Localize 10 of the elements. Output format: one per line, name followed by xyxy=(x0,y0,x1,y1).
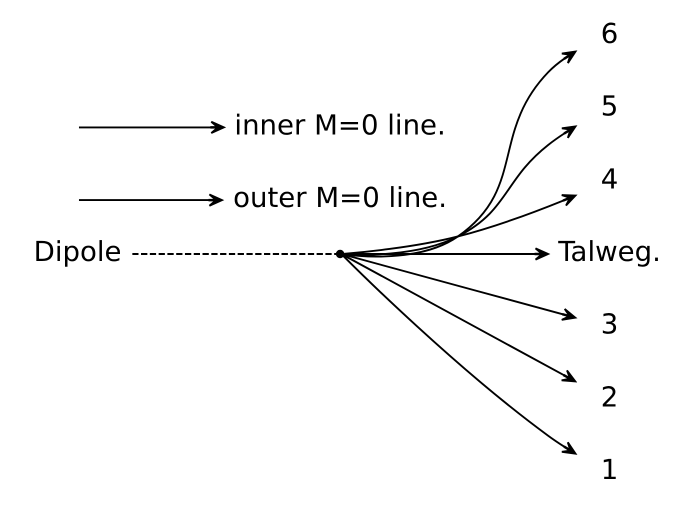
node-text: Dipole xyxy=(34,235,122,268)
node-text: 3 xyxy=(600,308,618,341)
node-text: 1 xyxy=(600,453,618,486)
node-text: 6 xyxy=(600,16,618,50)
node-text: 5 xyxy=(600,90,618,123)
node-text: outer M=0 line. xyxy=(233,181,448,214)
node-text: inner M=0 line. xyxy=(234,108,446,142)
node-text: 4 xyxy=(600,162,618,196)
node-text: Talweg. xyxy=(558,235,661,268)
node-text: 2 xyxy=(600,380,618,414)
